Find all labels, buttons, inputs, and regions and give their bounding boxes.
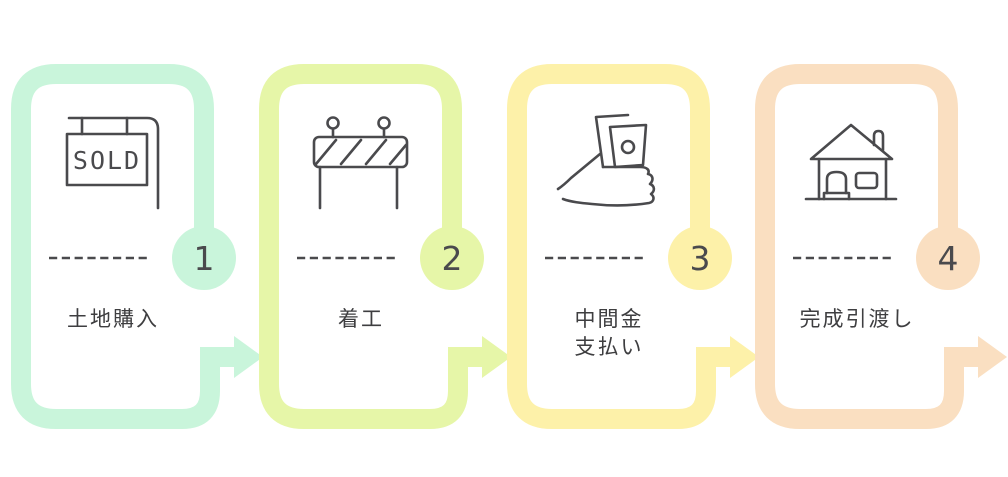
step-label: 中間金 支払い [507, 306, 711, 362]
next-step-arrow-icon [234, 336, 263, 378]
next-step-arrow-icon [730, 336, 759, 378]
barrier-light [326, 116, 340, 130]
next-step-arrow-icon [978, 336, 1007, 378]
house-roof [809, 123, 894, 161]
step-number: 1 [194, 239, 215, 278]
step-number-badge [916, 226, 980, 290]
barrier-bar [312, 135, 409, 169]
step-4-frame: 4 [755, 64, 1007, 429]
step-number-badge [420, 226, 484, 290]
construction-barrier-icon [312, 116, 409, 210]
banknote-circle [620, 139, 636, 155]
step-3-frame: 3 [507, 64, 759, 429]
barrier-stripe [364, 138, 388, 166]
house-door [825, 170, 848, 195]
step-label: 着工 [259, 306, 463, 334]
sold-sign-icon: SOLD [65, 116, 160, 210]
sign-text: SOLD [73, 146, 141, 175]
card-border [755, 64, 980, 429]
step-1-frame: 1 SOLD [11, 64, 263, 429]
card-border [507, 64, 732, 429]
sign-board [65, 132, 149, 187]
step-label: 土地購入 [11, 306, 215, 334]
step-card-4: 4 完成引渡し [755, 0, 1007, 477]
barrier-light [377, 116, 391, 130]
step-number: 4 [938, 239, 959, 278]
step-number-badge [668, 226, 732, 290]
barrier-stripe [314, 138, 338, 166]
fist-outline [561, 165, 656, 207]
step-label-line: 着工 [338, 308, 384, 331]
step-label-line: 中間金 [574, 308, 644, 331]
barrier-stripe [388, 143, 408, 166]
step-card-1: 1 SOLD 土地購入 [11, 0, 263, 477]
step-label-line: 土地購入 [67, 308, 159, 331]
step-number: 3 [690, 239, 711, 278]
step-card-2: 2 着工 [259, 0, 511, 477]
step-label-line: 支払い [574, 336, 644, 359]
next-step-arrow-icon [482, 336, 511, 378]
barrier-stripe [339, 138, 363, 166]
step-label: 完成引渡し [755, 306, 959, 334]
hand-top-edge [556, 152, 602, 191]
banknote-back [594, 113, 630, 169]
house-chimney [872, 129, 885, 152]
hand-holding-money-icon [556, 113, 656, 207]
step-number-badge [172, 226, 236, 290]
step-label-line: 完成引渡し [799, 308, 915, 331]
card-border [259, 64, 484, 429]
step-card-3: 3 中間金 支払い [507, 0, 759, 477]
sign-post [67, 116, 160, 210]
house-icon [804, 123, 898, 201]
banknote-front [608, 123, 648, 169]
house-window [854, 171, 879, 190]
step-number: 2 [442, 239, 463, 278]
step-2-frame: 2 [259, 64, 511, 429]
card-border [11, 64, 236, 429]
house-doorstep [822, 191, 851, 201]
